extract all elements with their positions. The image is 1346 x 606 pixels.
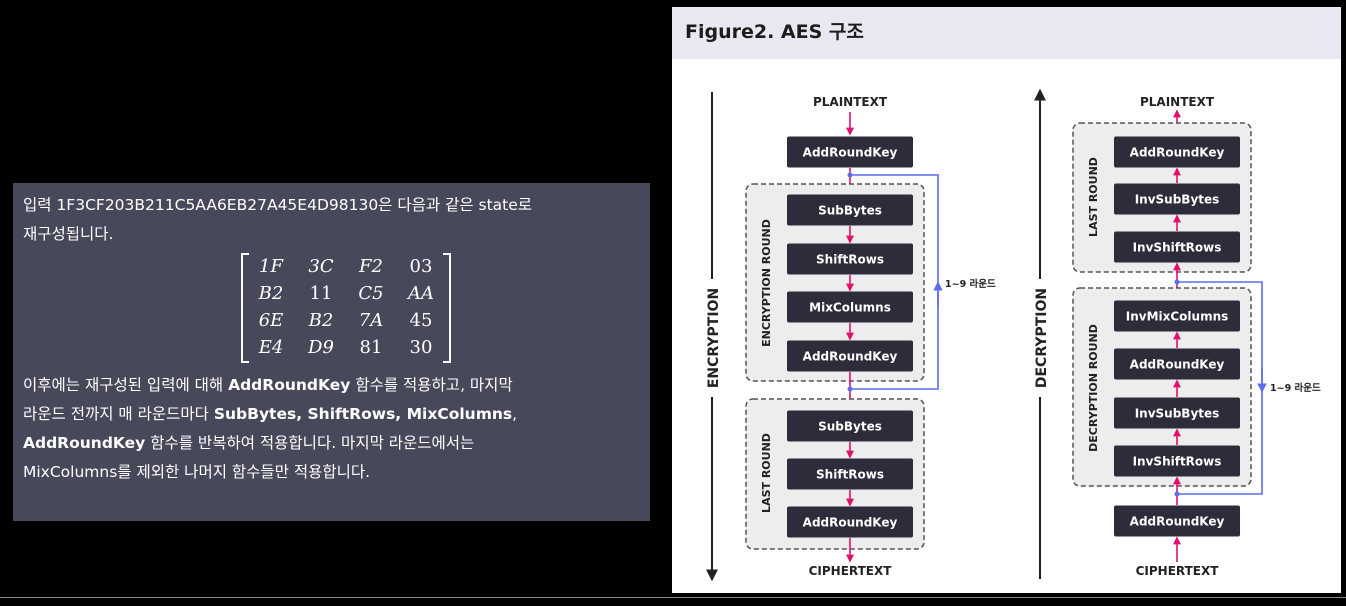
description-text: 이후에는 재구성된 입력에 대해 AddRoundKey 함수를 적용하고, 마…: [23, 371, 640, 487]
encryption-round-step-label: AddRoundKey: [803, 350, 898, 364]
term-subbytes: SubBytes: [213, 405, 297, 423]
text-span: ,: [512, 405, 518, 423]
encryption-round-step-box: [787, 194, 913, 226]
decryption-initial-addroundkey-box: [1114, 505, 1240, 537]
decryption-last-step-box: [1114, 183, 1240, 215]
encryption-loop-dot: [847, 172, 853, 178]
figure-panel: Figure2. AES 구조 ENCRYPTION PLAINTEXT AddRo…: [672, 7, 1341, 593]
intro-text: 입력 1F3CF203B211C5AA6EB27A45E4D98130은 다음과…: [23, 191, 640, 249]
encryption-last-step-box: [787, 506, 913, 538]
decryption-round-label: DECRYPTION ROUND: [1087, 324, 1100, 452]
encryption-ciphertext: CIPHERTEXT: [809, 564, 893, 578]
term-addroundkey: AddRoundKey: [228, 376, 351, 394]
decryption-round-step-box: [1114, 445, 1240, 477]
text-span: 함수를 적용하고, 마지막: [350, 376, 513, 394]
encryption-round-label: ENCRYPTION ROUND: [760, 219, 773, 347]
aes-structure-diagram: ENCRYPTIONPLAINTEXTAddRoundKeyENCRYPTION…: [706, 88, 1321, 582]
encryption-round-step-box: [787, 243, 913, 275]
encryption-last-step-box: [787, 410, 913, 442]
text-span: 라운드 전까지 매 라운드마다: [23, 405, 214, 423]
encryption-round-group: [745, 183, 925, 382]
decryption-round-step-box: [1114, 300, 1240, 332]
decryption-loop-dot: [1174, 491, 1180, 497]
text-span: MixColumns를 제외한 나머지 함수들만 적용합니다.: [23, 463, 371, 481]
text-span: 함수를 반복하여 적용합니다. 마지막 라운드에서는: [145, 434, 475, 452]
encryption-loop-label: 1~9 라운드: [945, 278, 996, 290]
encryption-round-step-box: [787, 291, 913, 323]
decryption-round-group: [1072, 287, 1252, 487]
matrix-cell: C5: [358, 283, 384, 304]
encryption-round-step-label: MixColumns: [809, 301, 891, 315]
decryption-round-step-label: AddRoundKey: [1130, 358, 1225, 372]
term-mixcolumns: MixColumns: [406, 405, 513, 423]
text-span: ,: [395, 405, 407, 423]
decryption-last-step-box: [1114, 136, 1240, 168]
matrix-cell: AA: [408, 283, 434, 304]
matrix-cell: 03: [409, 256, 433, 277]
matrix-cell: 11: [309, 283, 333, 304]
decryption-loop-label: 1~9 라운드: [1270, 382, 1321, 394]
matrix-cell: B2: [308, 310, 334, 331]
decryption-last-step-label: InvShiftRows: [1133, 241, 1222, 255]
matrix-cell: 81: [359, 337, 383, 358]
decryption-round-step-box: [1114, 397, 1240, 429]
decryption-ciphertext: CIPHERTEXT: [1136, 564, 1220, 578]
encryption-side-label: ENCRYPTION: [706, 288, 722, 388]
encryption-round-step-box: [787, 340, 913, 372]
decryption-last-step-label: InvSubBytes: [1135, 193, 1220, 207]
encryption-initial-addroundkey-label: AddRoundKey: [803, 146, 898, 160]
description-panel: 입력 1F3CF203B211C5AA6EB27A45E4D98130은 다음과…: [13, 183, 650, 521]
matrix-cell: B2: [258, 283, 284, 304]
matrix-cell: D9: [308, 337, 334, 358]
figure-title: Figure2. AES 구조: [685, 21, 864, 43]
matrix-cell: 45: [409, 310, 433, 331]
divider-line: [0, 597, 1346, 598]
matrix-right-bracket: [443, 253, 451, 363]
intro-line-1: 입력 1F3CF203B211C5AA6EB27A45E4D98130은 다음과…: [23, 196, 533, 214]
decryption-round-step-label: InvMixColumns: [1126, 310, 1229, 324]
encryption-last-step-label: ShiftRows: [816, 468, 884, 482]
encryption-plaintext: PLAINTEXT: [813, 95, 888, 109]
encryption-last-round-label: LAST ROUND: [760, 433, 773, 513]
matrix-cell: E4: [258, 337, 284, 358]
matrix-grid: 1F 3C F2 03 B2 11 C5 AA 6E B2 7A 45 E4 D…: [241, 253, 451, 365]
decryption-round-step-label: InvSubBytes: [1135, 407, 1220, 421]
intro-line-2: 재구성됩니다.: [23, 225, 114, 243]
decryption-initial-addroundkey-label: AddRoundKey: [1130, 515, 1225, 529]
encryption-last-step-box: [787, 458, 913, 490]
decryption-side-label: DECRYPTION: [1034, 288, 1050, 388]
encryption-last-step-label: AddRoundKey: [803, 516, 898, 530]
matrix-cell: 7A: [358, 310, 384, 331]
decryption-plaintext: PLAINTEXT: [1140, 95, 1215, 109]
decryption-last-step-label: AddRoundKey: [1130, 146, 1225, 160]
encryption-last-step-label: SubBytes: [818, 420, 882, 434]
text-span: ,: [296, 405, 308, 423]
decryption-loop-dot: [1174, 279, 1180, 285]
encryption-initial-addroundkey-box: [787, 136, 913, 168]
encryption-round-step-label: ShiftRows: [816, 253, 884, 267]
matrix-left-bracket: [241, 253, 249, 363]
term-shiftrows: ShiftRows: [307, 405, 396, 423]
matrix-cell: 1F: [259, 256, 283, 277]
decryption-last-step-box: [1114, 231, 1240, 263]
decryption-round-step-label: InvShiftRows: [1133, 455, 1222, 469]
matrix-cell: 3C: [308, 256, 334, 277]
decryption-round-step-box: [1114, 348, 1240, 380]
figure-title-bar: Figure2. AES 구조: [672, 7, 1341, 59]
text-span: 이후에는 재구성된 입력에 대해: [23, 376, 229, 394]
state-matrix: 1F 3C F2 03 B2 11 C5 AA 6E B2 7A 45 E4 D…: [23, 253, 640, 365]
encryption-loop-dot: [847, 386, 853, 392]
term-addroundkey: AddRoundKey: [23, 434, 146, 452]
decryption-last-round-label: LAST ROUND: [1087, 157, 1100, 237]
matrix-cell: F2: [359, 256, 383, 277]
matrix-cell: 30: [409, 337, 433, 358]
matrix-cell: 6E: [258, 310, 284, 331]
encryption-round-step-label: SubBytes: [818, 204, 882, 218]
